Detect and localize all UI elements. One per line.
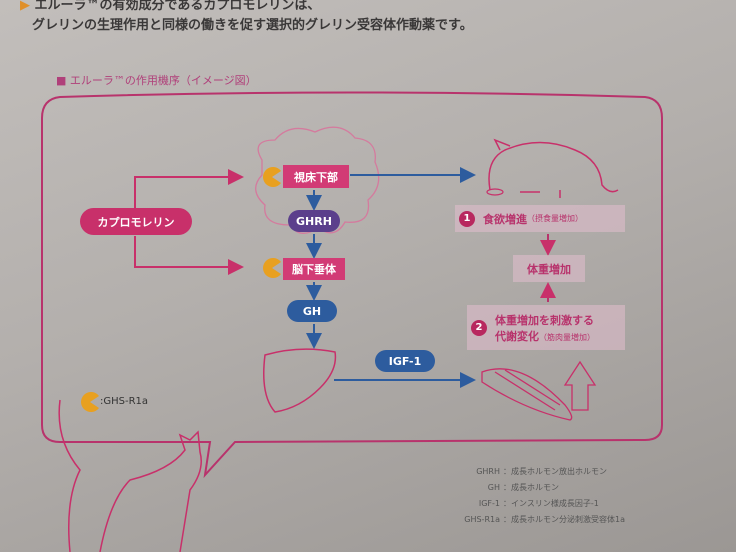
gh-pill: GH <box>287 300 337 322</box>
glossary-term: GH <box>487 483 500 492</box>
step-number-2: 2 <box>471 319 487 336</box>
pituitary-box: 脳下垂体 <box>283 258 345 280</box>
drug-capromorelin-pill: カプロモレリン <box>80 208 192 235</box>
step-number-1: 1 <box>459 210 475 227</box>
glossary-term: GHRH <box>476 467 500 476</box>
ghrh-pill: GHRH <box>288 210 340 232</box>
eating-cat-illustration <box>488 138 619 198</box>
bullet-triangle-icon: ▶ <box>20 0 30 13</box>
igf1-pill: IGF-1 <box>375 350 435 372</box>
glossary-item: GHRH：成長ホルモン放出ホルモン <box>456 464 625 480</box>
glossary-desc: ：成長ホルモン <box>503 483 559 492</box>
glossary-term: GHS-R1a <box>464 515 500 524</box>
effect-appetite-box: 1 食欲増進 （摂食量増加） <box>455 205 625 232</box>
effect-metabolic-line-1: 体重増加を刺激する <box>495 313 594 327</box>
weight-gain-box: 体重増加 <box>513 255 585 282</box>
glossary-item: GHS-R1a：成長ホルモン分泌刺激受容体1a <box>456 512 625 528</box>
receptor-pacman-icon <box>263 167 281 187</box>
effect-metabolic-note: （筋肉量増加） <box>539 332 595 342</box>
effect-metabolic-line-2: 代謝変化 <box>495 329 539 343</box>
glossary-desc: ：インスリン様成長因子-1 <box>503 499 599 508</box>
receptor-legend-label: :GHS-R1a <box>100 396 149 407</box>
intro-text-1: エルーラ™の有効成分であるカプロモレリンは、 <box>34 0 321 13</box>
glossary: GHRH：成長ホルモン放出ホルモン GH：成長ホルモン IGF-1：インスリン様… <box>456 464 625 528</box>
glossary-item: IGF-1：インスリン様成長因子-1 <box>456 496 625 512</box>
intro-line-1: ▶ エルーラ™の有効成分であるカプロモレリンは、 <box>20 0 320 13</box>
receptor-pacman-icon <box>80 392 99 413</box>
sitting-cat-illustration <box>58 399 202 552</box>
liver-outline <box>263 348 337 413</box>
glossary-item: GH：成長ホルモン <box>456 480 625 496</box>
diagram-frame <box>41 91 663 479</box>
effect-appetite-note: （摂食量増加） <box>527 214 583 223</box>
hypothalamus-box: 視床下部 <box>283 165 349 188</box>
receptor-pacman-icon <box>263 258 281 278</box>
glossary-desc: ：成長ホルモン分泌刺激受容体1a <box>503 515 625 524</box>
muscle-illustration <box>481 368 573 421</box>
section-title: ■ エルーラ™の作用機序（イメージ図） <box>56 74 257 87</box>
glossary-term: IGF-1 <box>478 499 500 508</box>
intro-line-2: グレリンの生理作用と同様の働きを促す選択的グレリン受容体作動薬です。 <box>32 18 473 33</box>
glossary-desc: ：成長ホルモン放出ホルモン <box>503 467 607 476</box>
effect-metabolic-box: 2 体重増加を刺激する 代謝変化（筋肉量増加） <box>467 305 625 350</box>
up-arrow-outline-icon <box>563 360 597 411</box>
brain-outline <box>255 126 380 234</box>
effect-appetite-text: 食欲増進 <box>483 212 527 226</box>
